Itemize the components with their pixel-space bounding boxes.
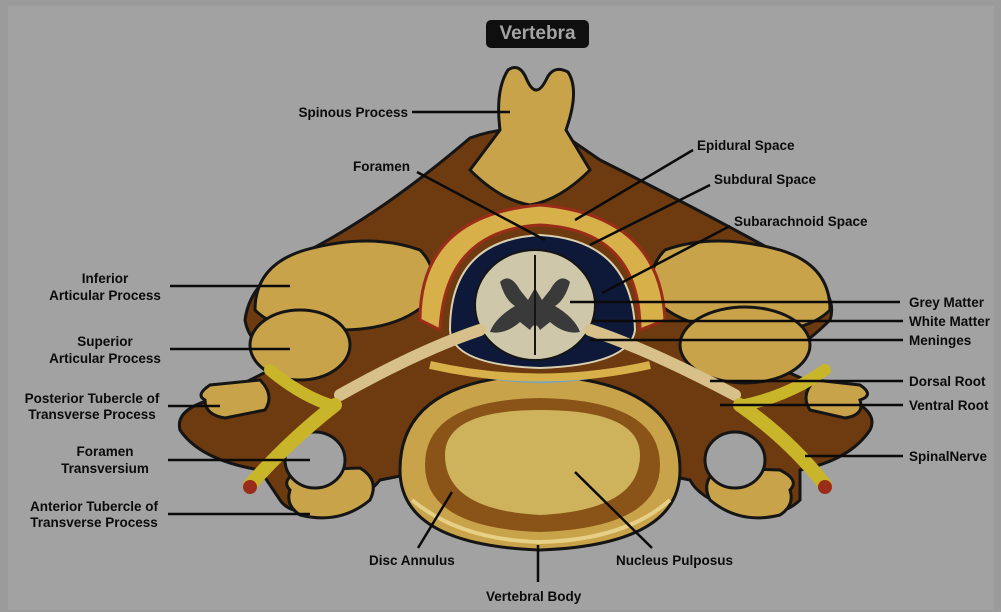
label-spinous-process: Spinous Process <box>270 105 408 120</box>
label-anterior-tubercle-1: Anterior Tubercle of <box>16 499 172 514</box>
label-inferior-1: Inferior <box>40 271 170 286</box>
label-vertebral-body: Vertebral Body <box>486 589 581 604</box>
label-posterior-tubercle-1: Posterior Tubercle of <box>14 391 170 406</box>
diagram-title: Vertebra <box>486 20 589 48</box>
label-subdural-space: Subdural Space <box>714 172 816 187</box>
label-anterior-tubercle-2: Transverse Process <box>16 515 172 530</box>
label-foramen-transversium-2: Transversium <box>40 461 170 476</box>
label-grey-matter: Grey Matter <box>909 295 984 310</box>
label-foramen-transversium-1: Foramen <box>40 444 170 459</box>
label-posterior-tubercle-2: Transverse Process <box>14 407 170 422</box>
label-white-matter: White Matter <box>909 314 990 329</box>
label-dorsal-root: Dorsal Root <box>909 374 986 389</box>
label-meninges: Meninges <box>909 333 971 348</box>
label-epidural-space: Epidural Space <box>697 138 795 153</box>
label-spinal-nerve: SpinalNerve <box>909 449 987 464</box>
label-foramen: Foramen <box>330 159 410 174</box>
label-inferior-2: Articular Process <box>40 288 170 303</box>
label-superior-2: Articular Process <box>40 351 170 366</box>
label-ventral-root: Ventral Root <box>909 398 989 413</box>
label-nucleus-pulposus: Nucleus Pulposus <box>616 553 733 568</box>
label-subarachnoid-space: Subarachnoid Space <box>734 214 868 229</box>
label-superior-1: Superior <box>40 334 170 349</box>
label-disc-annulus: Disc Annulus <box>369 553 455 568</box>
